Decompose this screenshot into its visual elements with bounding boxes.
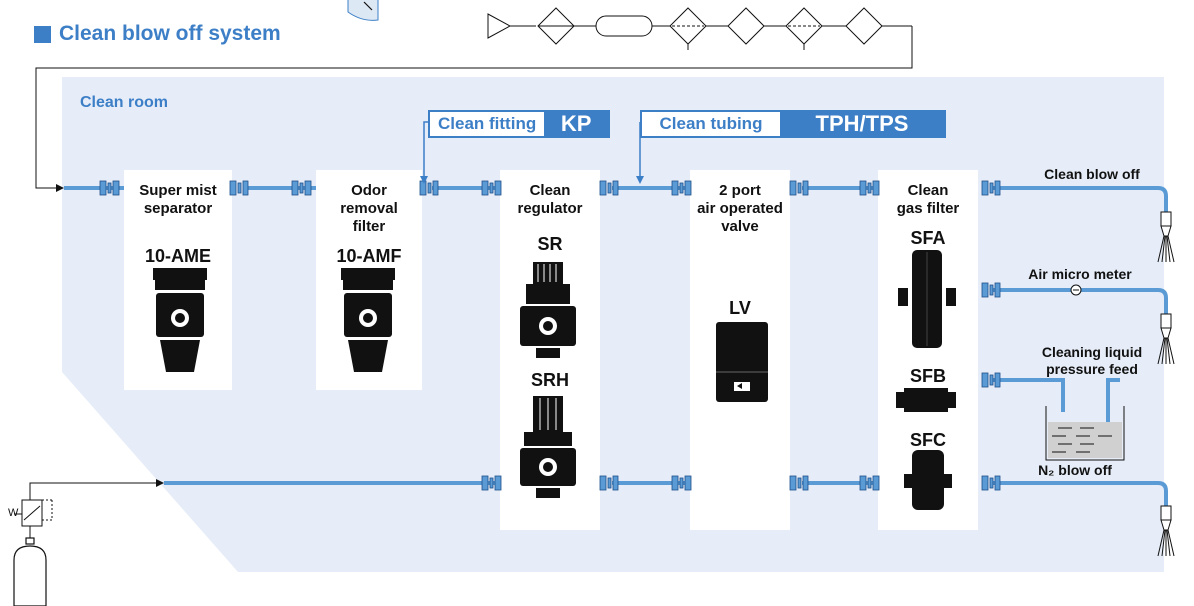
title-square-icon [34, 25, 51, 43]
valve-panel: 2 port air operated valve LV [690, 170, 790, 530]
mist-separator-code: 10-AME [144, 246, 211, 266]
clean-fitting-callout: Clean fitting KP [428, 110, 610, 138]
page-title: Clean blow off system [34, 22, 281, 46]
liquid-feed-label: Cleaning liquid pressure feed [1041, 344, 1143, 377]
valve-symbol-letter: W [8, 507, 19, 519]
gas-filter-code-sfb: SFB [910, 366, 946, 386]
valve-name: 2 port air operated valve [697, 182, 783, 235]
clean-blow-off-label: Clean blow off [1044, 166, 1140, 182]
mist-separator-panel: Super mist separator 10-AME [124, 170, 232, 390]
regulator-panel: Clean regulator SR SRH [500, 170, 600, 530]
odor-filter-name: Odor removal filter [340, 182, 398, 235]
valve-code: LV [729, 298, 751, 318]
gas-filter-code-sfa: SFA [910, 228, 946, 248]
gas-filter-code-sfc: SFC [910, 430, 946, 450]
clean-room-label: Clean room [80, 94, 169, 111]
odor-filter-panel: Odor removal filter 10-AMF [316, 170, 422, 390]
regulator-name: Clean regulator [517, 182, 583, 217]
air-micro-meter-label: Air micro meter [1028, 266, 1132, 282]
mist-separator-name: Super mist separator [139, 182, 217, 217]
n2-gas-label: N2 gas [19, 562, 41, 594]
gas-filter-name: Clean gas filter [896, 182, 960, 217]
n2-blow-off-label: N₂ blow off [1038, 462, 1112, 478]
odor-filter-code: 10-AMF [336, 246, 402, 266]
regulator-code-sr: SR [537, 234, 563, 254]
regulator-code-srh: SRH [530, 370, 569, 390]
clean-tubing-callout: Clean tubing TPH/TPS [640, 110, 946, 138]
gas-filter-panel: Clean gas filter SFA SFB SFC [878, 170, 978, 530]
